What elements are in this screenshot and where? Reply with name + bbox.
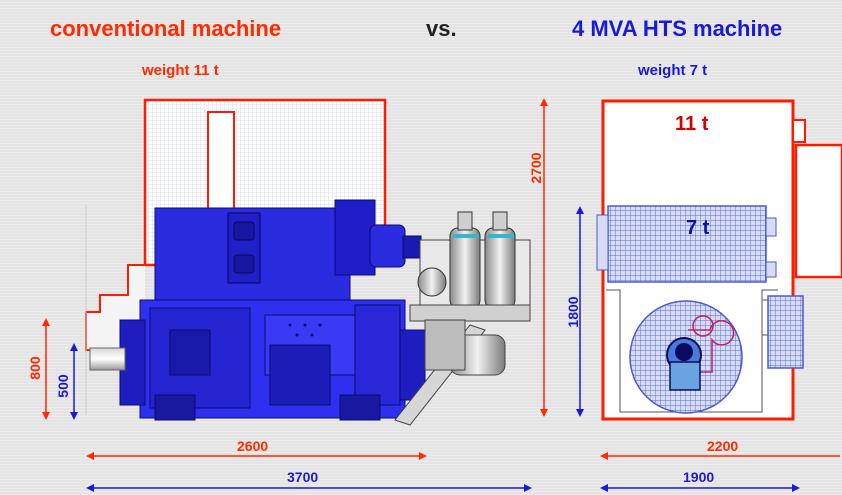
hts-weight: weight 7 t bbox=[638, 62, 708, 79]
dimension-2700: 2700 bbox=[528, 152, 544, 184]
conventional-machine-title: conventional machine bbox=[50, 16, 282, 41]
hts-machine-outline bbox=[596, 99, 842, 421]
left-dimension-lines bbox=[42, 318, 532, 492]
hts-machine-title: 4 MVA HTS machine bbox=[572, 16, 783, 41]
dimension-1900: 1900 bbox=[683, 469, 715, 485]
dimension-1800: 1800 bbox=[565, 296, 581, 328]
conventional-weight: weight 11 t bbox=[142, 62, 219, 79]
dimension-800: 800 bbox=[27, 356, 43, 380]
dimension-500: 500 bbox=[55, 374, 71, 398]
cryocooler-assembly bbox=[394, 211, 531, 426]
dimension-2200: 2200 bbox=[707, 438, 739, 454]
right-dimension-lines bbox=[540, 98, 840, 492]
conventional-machine-body bbox=[89, 199, 426, 421]
hts-block-weight-label: 7 t bbox=[686, 217, 710, 239]
dimension-2600: 2600 bbox=[237, 438, 269, 454]
envelope-weight-label: 11 t bbox=[675, 113, 709, 135]
dimension-3700: 3700 bbox=[287, 469, 319, 485]
vs-label: vs. bbox=[426, 16, 457, 41]
